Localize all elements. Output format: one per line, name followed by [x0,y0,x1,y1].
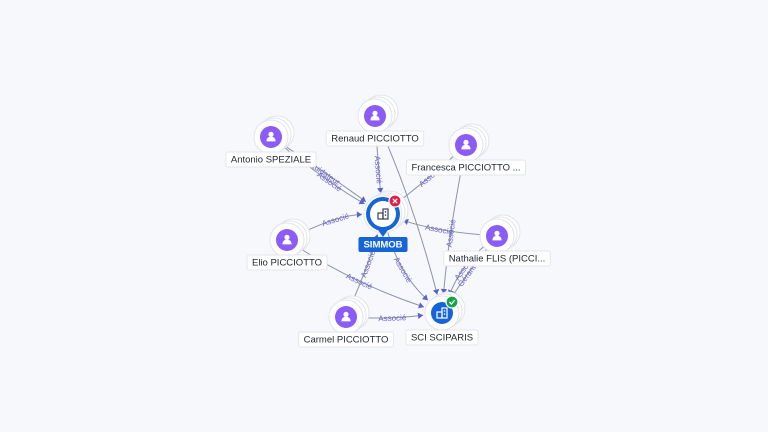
edge-line [402,219,482,236]
edge-line [443,160,464,295]
edge-elio-simmob[interactable]: Associé [301,211,363,234]
edge-line [380,130,438,295]
edge-renaud-sciparis[interactable] [380,130,440,295]
edge-label: Associé [359,249,377,279]
node-label-box [225,151,317,168]
edge-line [284,145,367,203]
node-label-text: Carmel PICCIOTTO [304,335,389,346]
node-label-box [358,237,408,252]
node-label[interactable]: Antonio SPEZIALE [225,151,317,168]
node-carmel[interactable]: Carmel PICCIOTTO [298,295,394,348]
edge-label: Associé [321,211,351,228]
arrow-icon [432,288,440,295]
arrow-icon [421,294,428,301]
edge-nathalie-simmob[interactable]: Associé [402,218,482,237]
node-label-text: Renaud PICCIOTTO [331,134,418,145]
edge-carmel-sciparis[interactable]: Associé [361,312,424,324]
closed-badge-icon [388,194,402,208]
node-label-text: Nathalie FLIS (PICCI... [449,254,546,265]
node-label-text: Francesca PICCIOTTO ... [411,163,520,174]
node-label[interactable]: SCI SCIPARIS [405,329,479,346]
edge-label: Associé [392,256,414,285]
node-label-box [405,329,479,346]
building-icon [377,208,389,220]
node-label-text: SCI SCIPARIS [411,333,473,344]
node-label[interactable]: Francesca PICCIOTTO ... [405,159,527,176]
nodes-layer: SIMMOB SCI SCIPARIS Renaud PICCIOTTO Antoni… [225,94,551,348]
node-label-text: Antonio SPEZIALE [231,155,311,166]
node-renaud[interactable]: Renaud PICCIOTTO [325,94,425,147]
node-label[interactable]: SIMMOB [358,237,408,252]
edge-francesca-sciparis[interactable]: Associé [440,160,464,295]
node-label-box [405,159,527,176]
check-badge-icon [445,295,459,309]
node-label[interactable]: Elio PICCIOTTO [246,254,328,271]
node-label-text: SIMMOB [363,240,402,251]
node-elio[interactable]: Elio PICCIOTTO [246,218,328,271]
arrow-icon [418,302,424,309]
node-label-text: Elio PICCIOTTO [252,258,322,269]
node-sciparis[interactable]: SCI SCIPARIS [405,291,479,346]
arrow-icon [356,211,363,218]
node-label-box [246,254,328,271]
edge-line [399,155,455,202]
arrow-icon [440,288,448,295]
node-simmob[interactable]: SIMMOB [358,190,409,252]
node-antonio[interactable]: Antonio SPEZIALE [225,115,317,168]
edge-label: Associé [378,313,407,323]
arrow-icon [358,198,365,205]
arrow-icon [417,312,424,320]
arrow-icon [377,187,384,194]
node-label[interactable]: Carmel PICCIOTTO [298,331,394,348]
node-nathalie[interactable]: Nathalie FLIS (PICCI... [443,214,551,267]
node-label-box [298,331,394,348]
node-label-box [325,130,425,147]
edge-label: Associé [373,155,384,184]
edge-line [448,245,485,296]
node-label[interactable]: Renaud PICCIOTTO [325,130,425,147]
node-francesca[interactable]: Francesca PICCIOTTO ... [405,123,527,176]
node-label-box [443,250,551,267]
node-label[interactable]: Nathalie FLIS (PICCI... [443,250,551,267]
edge-label: Associé [445,218,458,248]
